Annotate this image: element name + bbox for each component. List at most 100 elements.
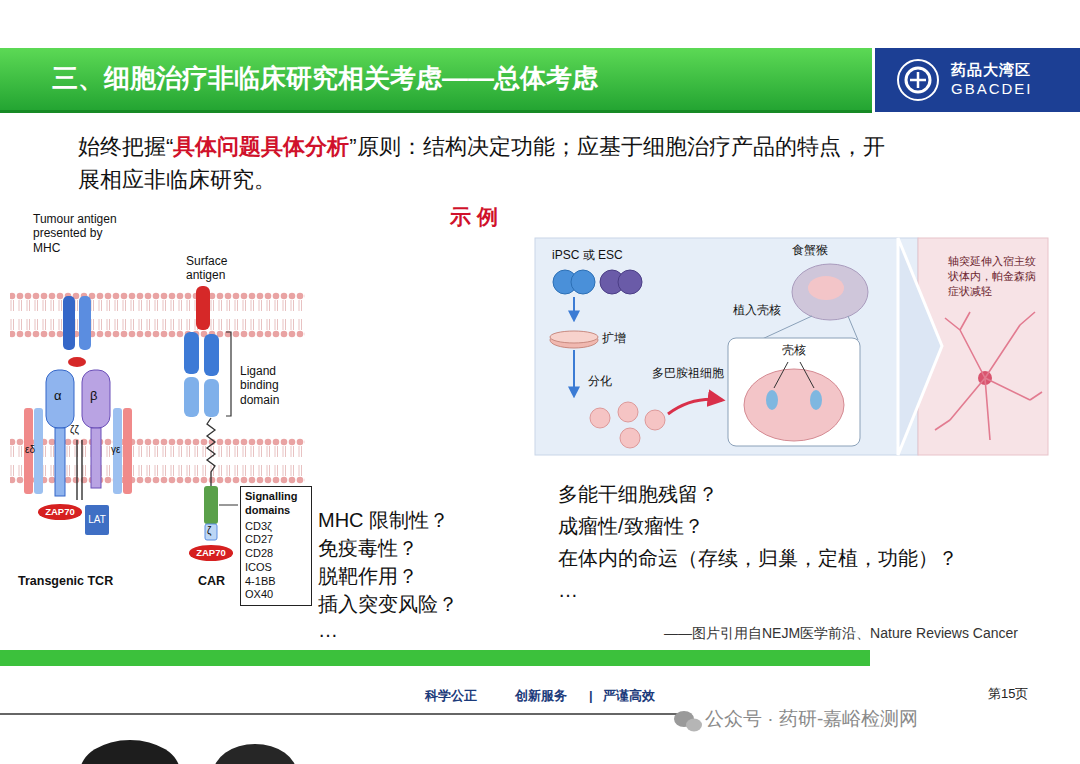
putamen <box>810 390 822 410</box>
figure-caption: CAR <box>198 574 225 589</box>
cell-membrane <box>10 438 305 484</box>
figure-label: 多巴胺祖细胞 <box>652 366 724 380</box>
leader-line <box>774 362 814 388</box>
footer-slogan: | <box>589 688 593 704</box>
surface-antigen <box>196 286 210 330</box>
chain-label: β <box>90 388 97 404</box>
ligand-binding-domain <box>184 332 199 374</box>
signalling-domain <box>204 486 218 524</box>
watermark: 公众号 · 药研-嘉峪检测网 <box>705 708 918 731</box>
chain-label: α <box>54 388 62 404</box>
question-item: … <box>318 618 338 642</box>
figure-label: Tumour antigen presented by MHC <box>33 212 125 255</box>
tcr-alpha-chain <box>46 370 74 428</box>
chevron-arrow <box>898 238 942 455</box>
box-heading: Signalling domains <box>245 490 307 518</box>
stem-cell <box>571 270 595 294</box>
mhc-chain <box>79 296 91 350</box>
domain-name: 4-1BB <box>245 575 307 589</box>
figure-label: 植入壳核 <box>733 303 781 317</box>
signalling-domain <box>205 524 217 540</box>
figure-label: Ligand binding domain <box>240 364 302 407</box>
body-text: 始终把握“ <box>78 134 173 159</box>
process-arrow <box>573 297 575 320</box>
chain-label: γε <box>111 444 120 456</box>
figure-label: 轴突延伸入宿主纹状体内，帕金森病症状减轻 <box>948 254 1036 299</box>
footer-band <box>0 650 870 666</box>
transplant-arrow <box>668 399 722 414</box>
mhc-chain <box>63 296 75 350</box>
question-item: 脱靶作用？ <box>318 564 418 588</box>
tcr-beta-chain <box>82 370 110 428</box>
progenitor-cell <box>590 408 610 428</box>
culture-dish <box>550 331 598 343</box>
kinase-oval: ZAP70 <box>189 545 233 561</box>
figure-label: 壳核 <box>782 343 806 357</box>
figure-panel <box>535 238 918 455</box>
ligand-binding-domain <box>204 379 219 417</box>
logo-emblem <box>895 57 941 103</box>
logo-box: 药品大湾区GBACDEI <box>875 48 1080 112</box>
intro-paragraph: 始终把握“具体问题具体分析”原则：结构决定功能；应基于细胞治疗产品的特点，开展相… <box>78 130 906 196</box>
tcr-alpha-stalk <box>55 428 65 496</box>
node-text: ZAP70 <box>45 507 75 517</box>
cd3-chain <box>123 408 132 494</box>
footer-slogan: 创新服务 <box>515 688 567 704</box>
example-heading: 示 例 <box>450 204 498 229</box>
zoom-line <box>760 316 858 340</box>
footer-rule <box>0 713 690 715</box>
title-band-edge <box>0 110 872 113</box>
citation: ——图片引用自NEJM医学前沿、Nature Reviews Cancer <box>664 625 1018 642</box>
process-arrow <box>573 350 575 396</box>
chain-label: ζ <box>207 525 211 537</box>
progenitor-cell <box>618 402 638 422</box>
node-text: ZAP70 <box>196 548 226 558</box>
question-item: MHC 限制性？ <box>318 508 449 532</box>
domain-name: CD27 <box>245 533 307 547</box>
ligand-binding-domain <box>204 334 219 376</box>
wechat-icon <box>686 719 702 732</box>
domain-list-box: Signalling domainsCD3ζCD27CD28ICOS4-1BBO… <box>240 486 312 606</box>
neuron-branches <box>935 312 1042 440</box>
domain-name: CD28 <box>245 547 307 561</box>
emphasis-text: 具体问题具体分析 <box>173 134 349 159</box>
question-item: 多能干细胞残留？ <box>558 482 718 506</box>
question-item: 在体内的命运（存续，归巢，定植，功能）？ <box>558 546 958 570</box>
question-item: 免疫毒性？ <box>318 536 418 560</box>
stem-cell <box>618 270 642 294</box>
audience-head <box>213 744 297 764</box>
emblem-core <box>906 68 930 92</box>
figure-label: Surface antigen <box>186 254 238 283</box>
leader-line <box>219 505 238 506</box>
ligand-binding-domain <box>184 377 199 417</box>
audience-head <box>80 740 180 764</box>
cell-membrane <box>10 292 305 338</box>
question-item: 插入突变风险？ <box>318 592 458 616</box>
chain-label: εδ <box>25 444 35 456</box>
figure-label: 扩增 <box>602 331 626 345</box>
figure-label: 分化 <box>588 374 612 388</box>
figure-label: 食蟹猴 <box>792 243 828 257</box>
tcr-beta-stalk <box>91 428 101 488</box>
brain-section <box>744 369 844 441</box>
domain-name: ICOS <box>245 561 307 575</box>
domain-name: OX40 <box>245 588 307 602</box>
monkey-head <box>792 264 868 320</box>
slide-title: 三、细胞治疗非临床研究相关考虑——总体考虑 <box>52 63 598 94</box>
node-text: LAT <box>88 515 106 525</box>
monkey-brain <box>808 276 844 300</box>
emblem-mark <box>910 72 926 88</box>
title-band <box>0 48 872 112</box>
progenitor-cell <box>645 410 665 430</box>
logo-name: 药品大湾区 <box>951 61 1080 80</box>
footer-slogan: 严谨高效 <box>603 688 655 704</box>
tumour-antigen <box>68 357 86 367</box>
zeta-chain <box>77 440 82 500</box>
question-item: 成瘤性/致瘤性？ <box>558 514 704 538</box>
cd3-chain <box>34 408 43 494</box>
putamen <box>766 390 778 410</box>
kinase-oval: ZAP70 <box>38 504 82 520</box>
bracket <box>226 332 231 416</box>
